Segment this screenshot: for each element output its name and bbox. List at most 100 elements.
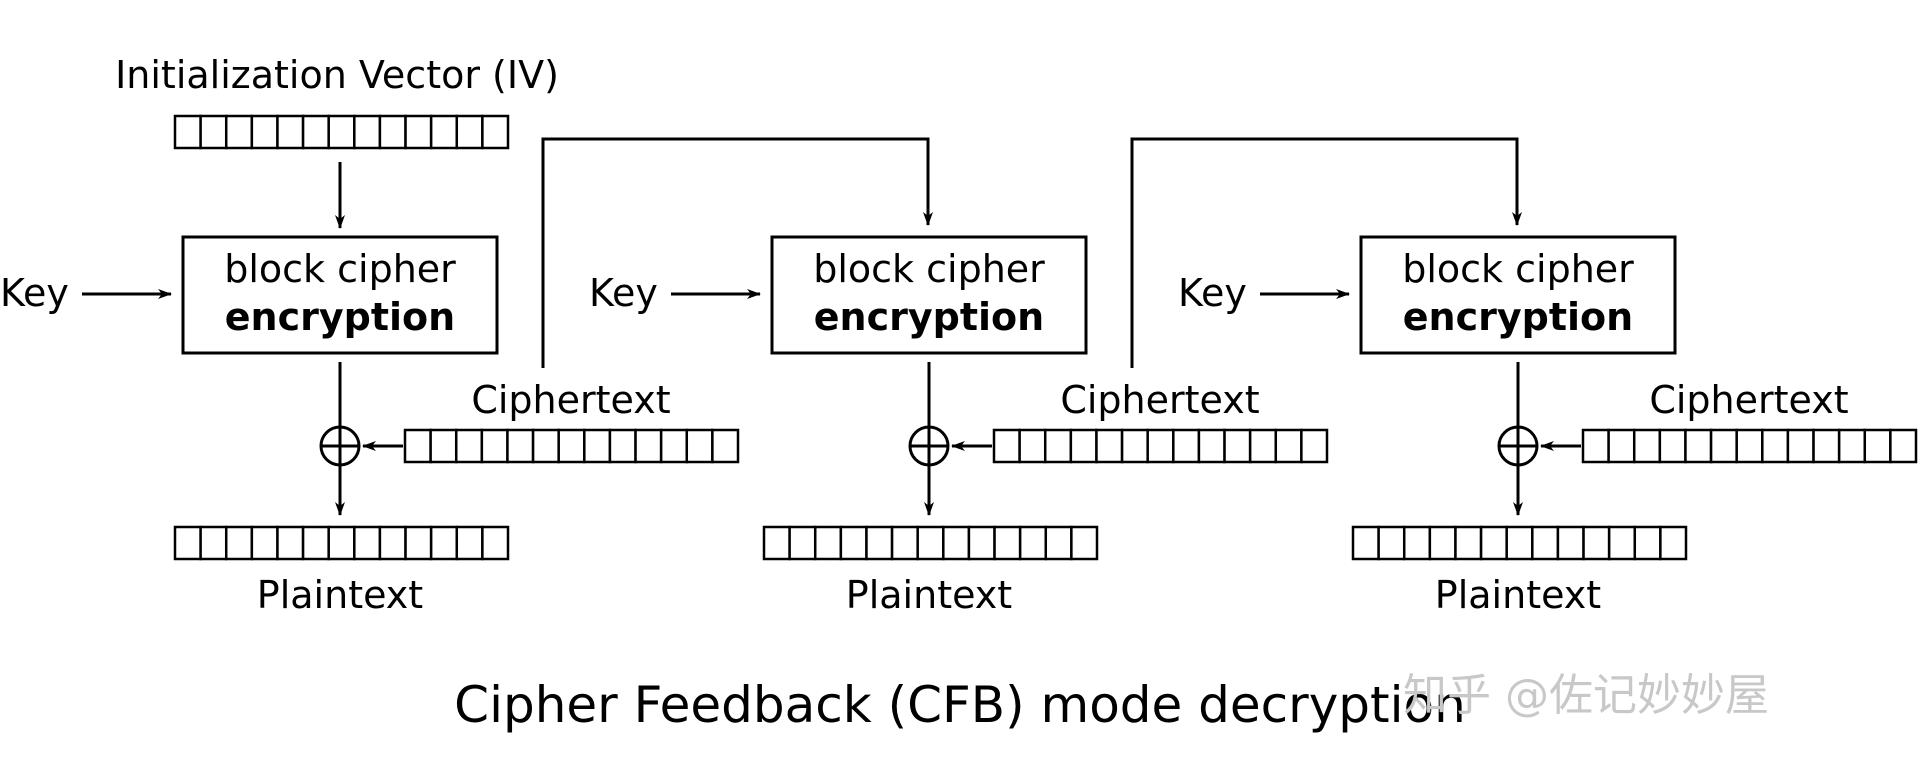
- register-cell: [404, 525, 433, 561]
- plaintext-label: Plaintext: [257, 573, 423, 617]
- block-cipher-box: [181, 235, 499, 355]
- ciphertext-label: Ciphertext: [471, 378, 670, 422]
- register-cell: [1070, 525, 1099, 561]
- register-cell: [199, 525, 228, 561]
- register-cell: [276, 114, 305, 150]
- register-cell: [583, 428, 612, 464]
- ciphertext-label: Ciphertext: [1060, 378, 1259, 422]
- register-cell: [634, 428, 663, 464]
- register-cell: [353, 114, 382, 150]
- encryption-label: encryption: [1403, 295, 1633, 339]
- register-cell: [378, 114, 407, 150]
- iv-label: Initialization Vector (IV): [115, 53, 559, 97]
- xor-icon: [319, 425, 361, 467]
- key-label: Key: [1178, 271, 1247, 315]
- register-cell: [199, 114, 228, 150]
- register-cell: [1248, 428, 1278, 464]
- register-cell: [1172, 428, 1201, 464]
- encryption-label: encryption: [225, 295, 455, 339]
- register-cell: [250, 114, 279, 150]
- register-cell: [1735, 428, 1764, 464]
- plaintext-register: [762, 525, 1099, 561]
- register-cell: [659, 428, 689, 464]
- register-cell: [455, 525, 484, 561]
- register-cell: [1607, 428, 1636, 464]
- register-cell: [1095, 428, 1124, 464]
- register-cell: [301, 525, 330, 561]
- register-cell: [1607, 525, 1637, 561]
- register-cell: [1632, 428, 1662, 464]
- ciphertext-register: [1581, 428, 1918, 464]
- register-cell: [916, 525, 945, 561]
- register-cell: [1556, 525, 1585, 561]
- ciphertext-register: [992, 428, 1329, 464]
- register-cell: [481, 525, 510, 561]
- register-cell: [480, 428, 509, 464]
- register-cell: [506, 428, 535, 464]
- feedback-line-1: [541, 137, 933, 368]
- register-cell: [429, 114, 459, 150]
- register-cell: [942, 525, 971, 561]
- register-cell: [865, 525, 894, 561]
- register-cell: [1633, 525, 1662, 561]
- block-cipher-box: [1359, 235, 1677, 355]
- register-cell: [1837, 428, 1867, 464]
- block-cipher-label: block cipher: [813, 247, 1045, 291]
- register-cell: [327, 525, 356, 561]
- xor-icon: [908, 425, 950, 467]
- register-cell: [250, 525, 279, 561]
- register-cell: [1120, 428, 1149, 464]
- register-cell: [1044, 525, 1073, 561]
- register-cell: [711, 428, 740, 464]
- register-cell: [404, 114, 433, 150]
- key-label: Key: [589, 271, 658, 315]
- register-cell: [1812, 428, 1841, 464]
- register-cell: [224, 114, 254, 150]
- xor-icon: [1497, 425, 1539, 467]
- register-cell: [1684, 428, 1713, 464]
- register-cell: [1454, 525, 1483, 561]
- register-cell: [1581, 428, 1610, 464]
- register-cell: [276, 525, 305, 561]
- register-cell: [1274, 428, 1303, 464]
- key-label: Key: [0, 271, 69, 315]
- register-cell: [608, 428, 637, 464]
- register-cell: [993, 525, 1022, 561]
- register-cell: [1889, 428, 1918, 464]
- register-cell: [1018, 525, 1048, 561]
- register-cell: [481, 114, 510, 150]
- plaintext-register: [173, 525, 510, 561]
- register-cell: [1069, 428, 1098, 464]
- iv-register: [173, 114, 510, 150]
- ciphertext-label: Ciphertext: [1649, 378, 1848, 422]
- register-cell: [1043, 428, 1073, 464]
- register-cell: [1761, 428, 1790, 464]
- diagram-caption: Cipher Feedback (CFB) mode decryption: [454, 676, 1466, 734]
- register-cell: [301, 114, 330, 150]
- register-cell: [839, 525, 868, 561]
- register-cell: [454, 428, 484, 464]
- register-cell: [224, 525, 254, 561]
- register-cell: [173, 114, 202, 150]
- register-cell: [1709, 428, 1738, 464]
- register-cell: [1197, 428, 1226, 464]
- register-cell: [378, 525, 407, 561]
- register-cell: [967, 525, 996, 561]
- watermark: 知乎 @佐记妙妙屋: [1403, 670, 1769, 721]
- block-cipher-label: block cipher: [224, 247, 456, 291]
- feedback-line-2: [1130, 137, 1522, 368]
- block-cipher-label: block cipher: [1402, 247, 1634, 291]
- register-cell: [1786, 428, 1815, 464]
- plaintext-register: [1351, 525, 1688, 561]
- register-cell: [1505, 525, 1534, 561]
- register-cell: [1863, 428, 1892, 464]
- register-cell: [788, 525, 817, 561]
- register-cell: [1146, 428, 1175, 464]
- register-cell: [353, 525, 382, 561]
- encryption-label: encryption: [814, 295, 1044, 339]
- ciphertext-register: [403, 428, 740, 464]
